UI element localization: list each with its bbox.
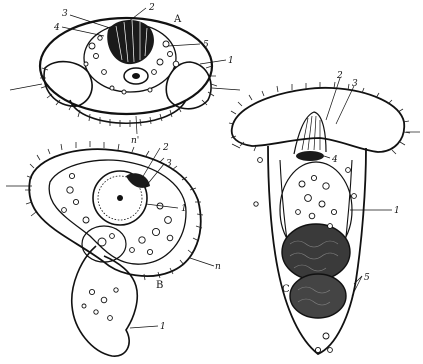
panel-c-nucleus-upper	[282, 224, 350, 280]
panel-a: A 2 3 4 5 1 n'	[10, 3, 240, 146]
panel-a-label-2: 2	[148, 3, 155, 13]
panel-b-label-1: 1	[181, 204, 187, 214]
panel-a-label-n: n'	[131, 136, 139, 146]
panel-b-label-1b: 1	[160, 322, 166, 332]
panel-b-label-2: 2	[162, 143, 169, 153]
panel-b-label-3: 3	[166, 159, 172, 169]
panel-c: 2 3 4 1 5 C	[229, 71, 420, 354]
panel-a-label-3: 3	[62, 9, 68, 19]
panel-a-label-4: 4	[53, 23, 60, 33]
panel-c-nucleus-lower	[290, 274, 346, 318]
panel-c-cilia	[229, 82, 410, 154]
panel-c-mouth	[296, 151, 324, 161]
panel-a-label-1: 1	[228, 56, 234, 66]
panel-c-label-2: 2	[336, 71, 343, 81]
panel-c-label-3: 3	[352, 79, 358, 89]
panel-a-dark-mass	[107, 20, 154, 64]
panel-b-letter: B	[156, 280, 163, 291]
panel-c-letter: C	[282, 284, 290, 295]
panel-c-label-5: 5	[364, 273, 370, 283]
panel-a-label-5: 5	[203, 40, 209, 50]
panel-c-label-1: 1	[394, 206, 400, 216]
panel-a-nucleolus	[132, 73, 140, 79]
panel-c-crown	[232, 88, 405, 152]
panel-a-letter: A	[173, 14, 182, 25]
panel-c-label-4: 4	[331, 155, 338, 165]
panel-a-left-lobe	[44, 62, 92, 107]
panel-b-label-n: n	[215, 262, 221, 272]
panel-b: 2 3 1 n 1 B	[6, 141, 221, 356]
panel-a-base	[70, 100, 186, 123]
panel-b-nucleolus	[117, 195, 123, 201]
